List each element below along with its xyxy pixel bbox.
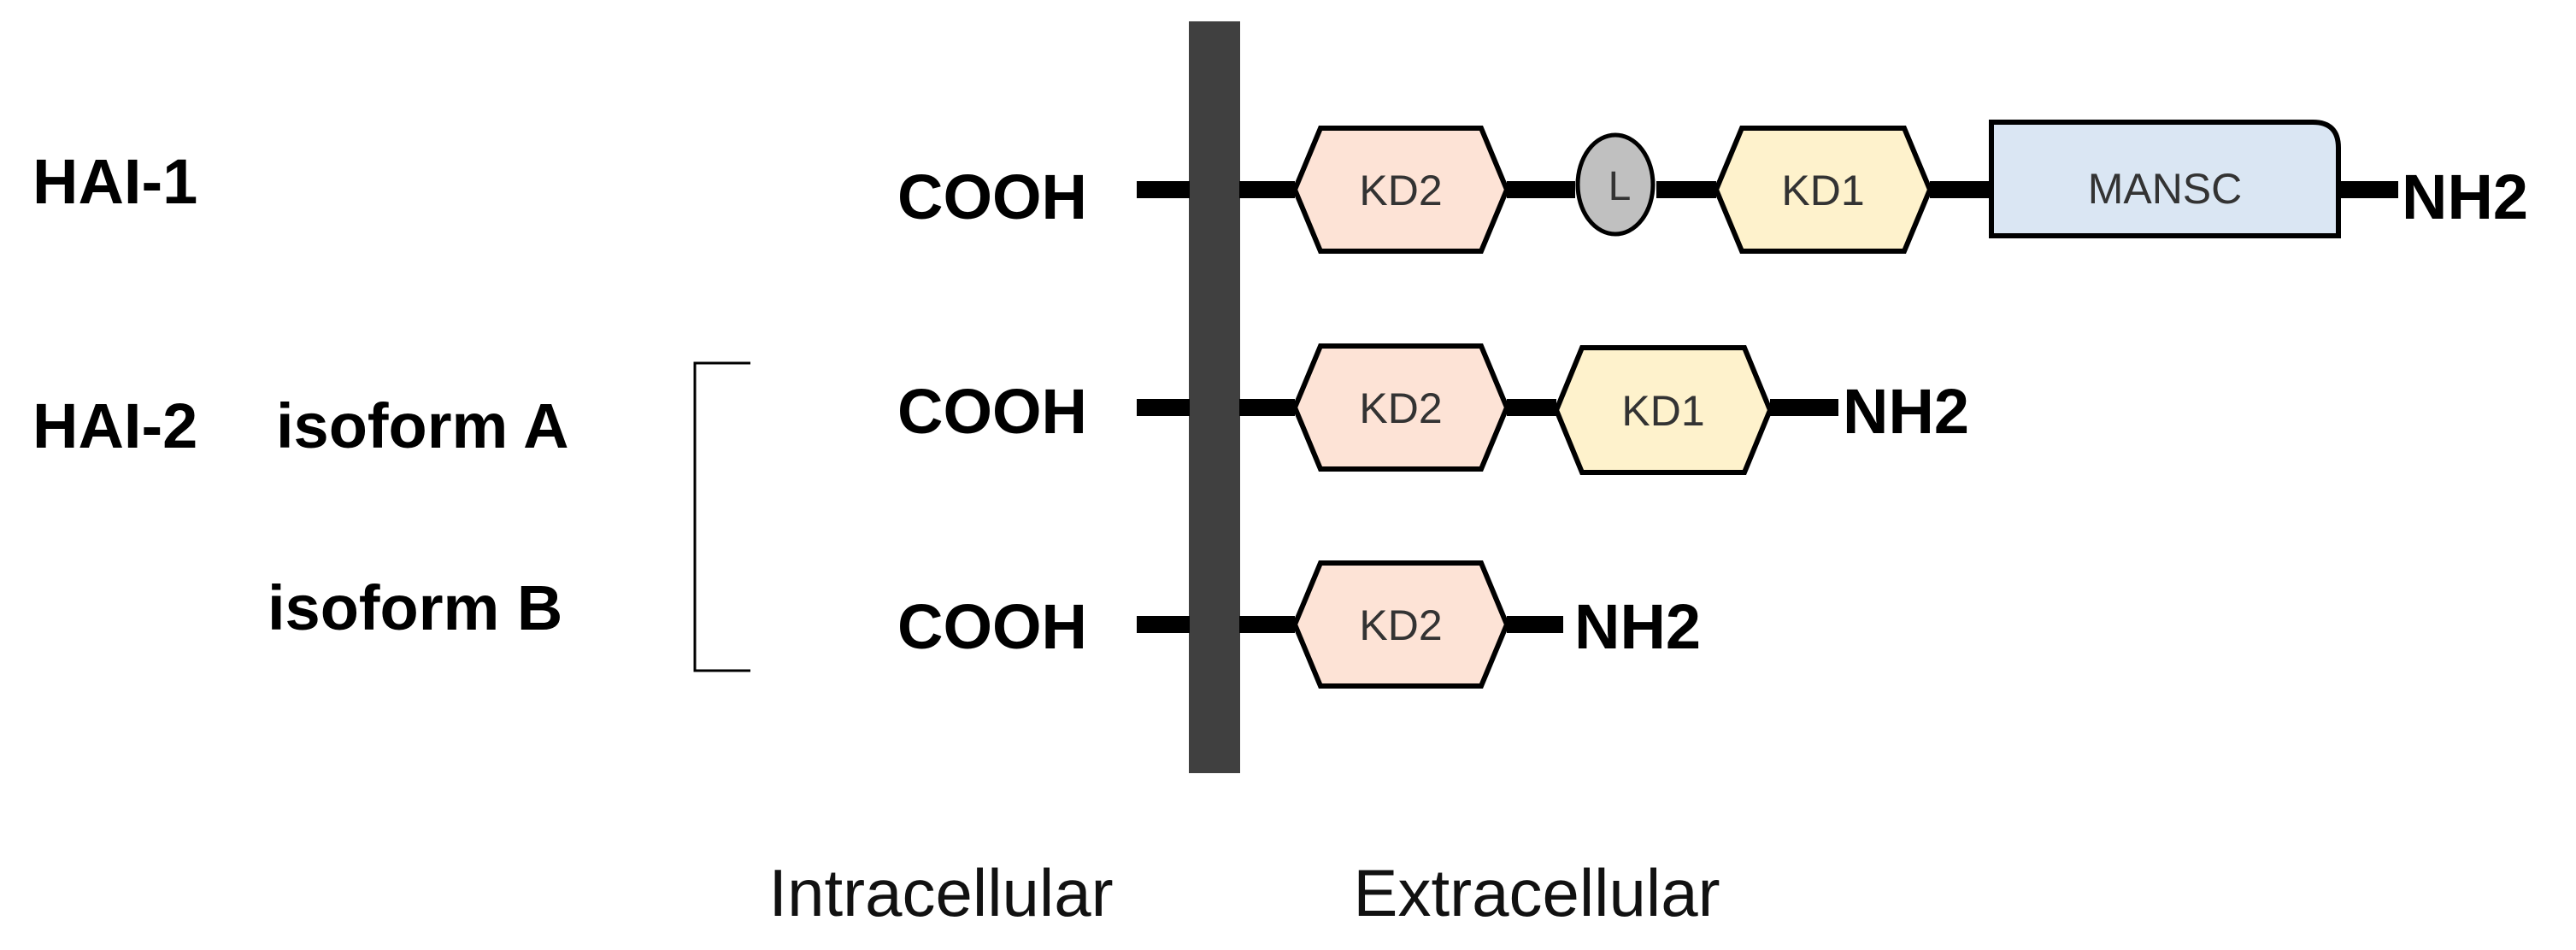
hai1-label: HAI-1 bbox=[32, 146, 197, 217]
hai1-kd1-domain bbox=[1713, 126, 1933, 254]
hai2a-connector bbox=[1507, 399, 1556, 416]
hai2a-connector bbox=[1137, 399, 1190, 416]
intracellular-label: Intracellular bbox=[768, 855, 1113, 930]
hai2a-kd2-domain bbox=[1291, 343, 1510, 472]
hai2b-cooh-label: COOH bbox=[897, 591, 1087, 662]
hai1-connector bbox=[1930, 181, 1991, 198]
hai1-linker-domain bbox=[1575, 132, 1656, 237]
hai2b-nh2-label: NH2 bbox=[1574, 591, 1701, 662]
hai2-isoform-a-label: isoform A bbox=[276, 390, 569, 461]
hai2-isoform-bracket bbox=[693, 361, 750, 672]
hai1-cooh-label: COOH bbox=[897, 161, 1087, 232]
hai2b-kd2-label: KD2 bbox=[1359, 601, 1442, 649]
hai2b-connector bbox=[1507, 616, 1563, 633]
hai2-isoform-b-label: isoform B bbox=[268, 572, 562, 643]
hai1-connector bbox=[1656, 181, 1716, 198]
hai2b-connector bbox=[1239, 616, 1295, 633]
hai2b-kd2-domain bbox=[1291, 560, 1510, 689]
hai1-kd1-label: KD1 bbox=[1781, 167, 1864, 214]
hai1-nh2-label: NH2 bbox=[2402, 161, 2528, 232]
membrane-bar bbox=[1189, 21, 1240, 773]
hai1-linker-label: L bbox=[1609, 164, 1632, 209]
hai2a-connector bbox=[1770, 399, 1838, 416]
hai1-connector bbox=[2338, 181, 2398, 198]
hai2a-connector bbox=[1239, 399, 1295, 416]
hai2a-cooh-label: COOH bbox=[897, 376, 1087, 447]
hai1-kd2-domain bbox=[1291, 126, 1510, 254]
hai1-connector bbox=[1137, 181, 1190, 198]
extracellular-label: Extracellular bbox=[1353, 855, 1720, 930]
hai1-kd2-label: KD2 bbox=[1359, 167, 1442, 214]
hai2-label: HAI-2 bbox=[32, 390, 197, 461]
hai1-mansc-label: MANSC bbox=[2088, 165, 2243, 213]
hai2a-nh2-label: NH2 bbox=[1843, 376, 1969, 447]
hai1-connector bbox=[1239, 181, 1295, 198]
hai2a-kd2-label: KD2 bbox=[1359, 384, 1442, 432]
hai2a-kd1-label: KD1 bbox=[1621, 387, 1704, 435]
hai1-mansc-domain bbox=[1989, 120, 2341, 238]
hai1-connector bbox=[1507, 181, 1575, 198]
hai2b-connector bbox=[1137, 616, 1190, 633]
hai2a-kd1-domain bbox=[1553, 345, 1773, 475]
